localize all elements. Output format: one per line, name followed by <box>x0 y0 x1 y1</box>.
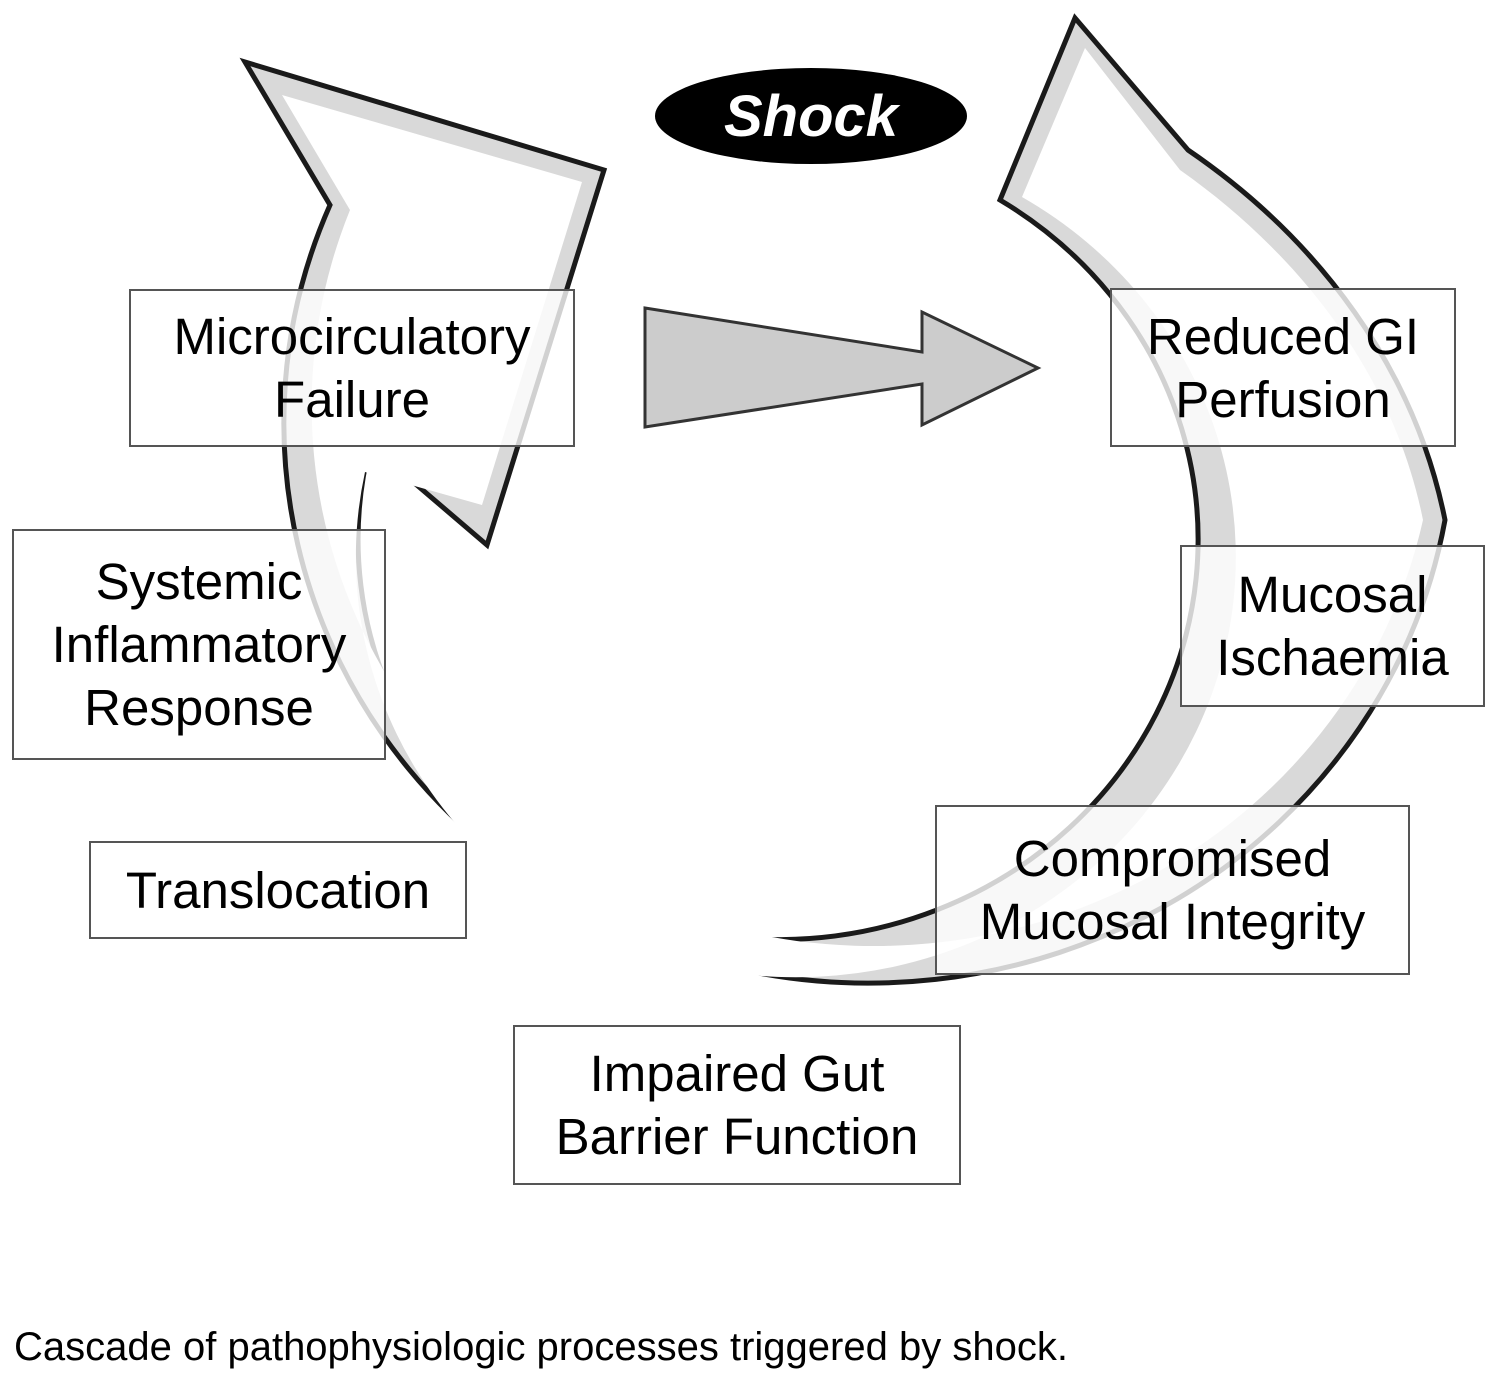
node-line: Impaired Gut <box>589 1045 885 1102</box>
cycle-ring-inner-band <box>282 48 1423 978</box>
node-line: Ischaemia <box>1216 629 1449 686</box>
node-translocation: Translocation <box>89 841 467 939</box>
node-compromised-mucosal-integrity: Compromised Mucosal Integrity <box>935 805 1410 975</box>
figure-caption: Cascade of pathophysiologic processes tr… <box>14 1325 1068 1369</box>
node-line: Translocation <box>125 861 431 919</box>
shock-label: Shock <box>723 83 899 149</box>
shock-ellipse <box>655 68 967 164</box>
node-line: Reduced GI <box>1146 307 1420 365</box>
node-reduced-gi-perfusion: Reduced GI Perfusion <box>1110 288 1456 447</box>
node-line: Microcirculatory <box>173 308 531 365</box>
node-line: Compromised <box>1013 830 1332 887</box>
node-line: Mucosal Integrity <box>979 893 1366 950</box>
node-line: Failure <box>274 371 430 428</box>
node-line: Inflammatory <box>51 616 347 673</box>
node-line: Systemic <box>95 553 303 610</box>
center-arrow <box>643 306 1042 429</box>
node-line: Perfusion <box>1175 370 1391 428</box>
node-line: Barrier Function <box>555 1108 919 1165</box>
node-systemic-inflammatory-response: Systemic Inflammatory Response <box>12 529 386 760</box>
node-mucosal-ischaemia: Mucosal Ischaemia <box>1180 545 1485 707</box>
node-microcirculatory-failure: Microcirculatory Failure <box>129 289 575 447</box>
node-impaired-gut-barrier-function: Impaired Gut Barrier Function <box>513 1025 961 1185</box>
node-line: Mucosal <box>1237 566 1428 623</box>
node-line: Response <box>84 679 314 736</box>
